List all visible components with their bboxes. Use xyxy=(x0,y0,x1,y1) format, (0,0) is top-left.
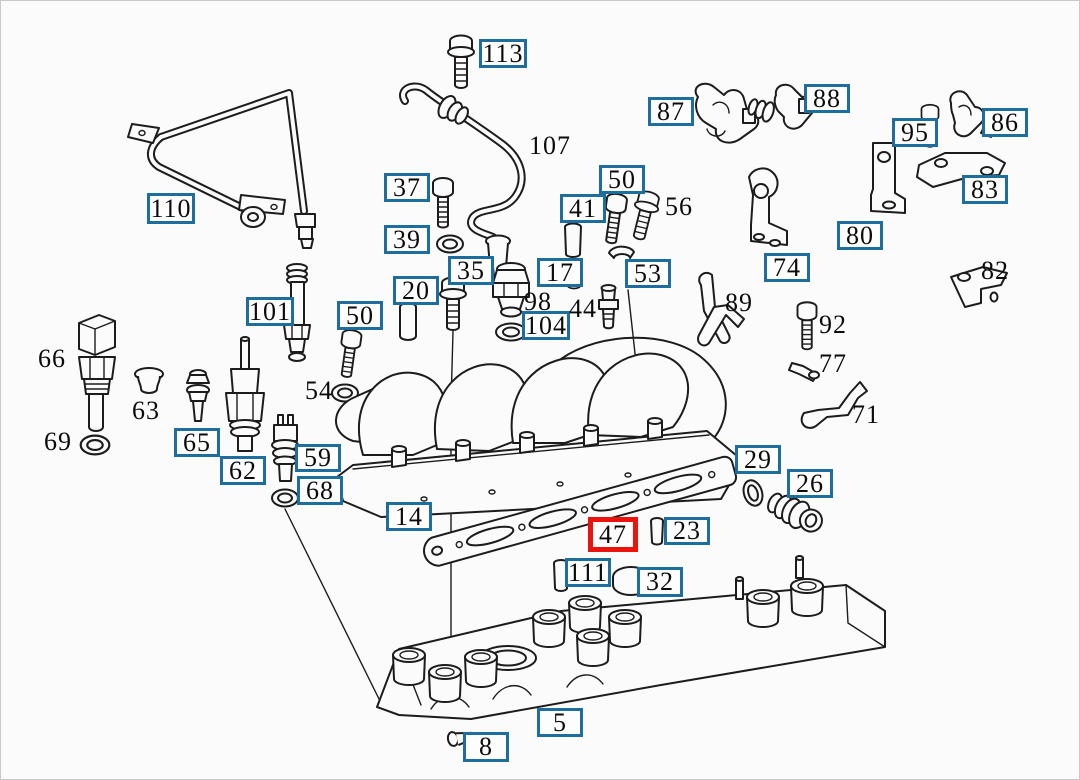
part-temp-sensor-66 xyxy=(78,314,116,432)
part-spring-clip-89 xyxy=(697,271,745,347)
part-clip-53 xyxy=(608,245,635,259)
callout-63[interactable]: 63 xyxy=(132,396,160,425)
callout-66[interactable]: 66 xyxy=(38,344,66,373)
callout-8[interactable]: 8 xyxy=(463,732,509,762)
part-bracket-74 xyxy=(748,167,788,247)
callout-74[interactable]: 74 xyxy=(764,253,810,282)
callout-69[interactable]: 69 xyxy=(44,427,72,456)
callout-29[interactable]: 29 xyxy=(735,445,781,474)
part-sensor-65 xyxy=(186,369,210,422)
callout-98[interactable]: 98 xyxy=(524,287,552,316)
callout-80[interactable]: 80 xyxy=(837,221,883,250)
manifold-bolt-bosses xyxy=(391,417,663,468)
callout-87[interactable]: 87 xyxy=(648,97,694,126)
callout-86[interactable]: 86 xyxy=(982,108,1028,137)
callout-101[interactable]: 101 xyxy=(246,297,294,326)
callout-62[interactable]: 62 xyxy=(220,456,266,485)
callout-83[interactable]: 83 xyxy=(962,175,1008,204)
callout-59[interactable]: 59 xyxy=(295,444,341,472)
callout-35[interactable]: 35 xyxy=(448,256,494,285)
callout-26[interactable]: 26 xyxy=(787,469,833,498)
part-bracket-71 xyxy=(800,381,868,429)
callout-54[interactable]: 54 xyxy=(305,376,333,405)
callout-32[interactable]: 32 xyxy=(637,567,683,597)
part-grommet-63 xyxy=(134,367,164,394)
callout-65[interactable]: 65 xyxy=(174,428,220,457)
part-oring-29 xyxy=(742,479,764,507)
part-injection-pipe-101 xyxy=(283,263,311,362)
part-sensor-62 xyxy=(225,336,265,452)
part-seal-104 xyxy=(495,322,527,342)
callout-82[interactable]: 82 xyxy=(981,256,1009,285)
part-bracket-82 xyxy=(950,266,1008,308)
callout-56[interactable]: 56 xyxy=(665,192,693,221)
part-plug-26 xyxy=(767,492,823,533)
callout-47-selected[interactable]: 47 xyxy=(588,517,638,552)
callout-92[interactable]: 92 xyxy=(819,310,847,339)
callout-104[interactable]: 104 xyxy=(522,311,570,340)
callout-95[interactable]: 95 xyxy=(892,118,938,147)
part-stud-44 xyxy=(598,284,619,330)
callout-107[interactable]: 107 xyxy=(529,131,571,160)
part-screw-77 xyxy=(788,362,820,382)
part-clamp-87 xyxy=(694,82,760,144)
callout-41[interactable]: 41 xyxy=(560,194,606,223)
callout-89[interactable]: 89 xyxy=(725,288,753,317)
part-lower-manifold-5 xyxy=(376,555,886,720)
part-fitting-98 xyxy=(492,262,530,318)
part-pin-23 xyxy=(650,517,664,546)
callout-77[interactable]: 77 xyxy=(819,349,847,378)
callout-14[interactable]: 14 xyxy=(386,502,432,531)
callout-20[interactable]: 20 xyxy=(393,276,439,305)
callout-110[interactable]: 110 xyxy=(147,193,195,224)
callout-39[interactable]: 39 xyxy=(384,225,430,254)
callout-5[interactable]: 5 xyxy=(537,708,583,737)
callout-37[interactable]: 37 xyxy=(384,173,430,202)
callout-50[interactable]: 50 xyxy=(599,165,645,194)
part-dowel-20 xyxy=(399,302,417,341)
callout-23[interactable]: 23 xyxy=(664,517,710,545)
callout-50[interactable]: 50 xyxy=(337,301,383,330)
callout-71[interactable]: 71 xyxy=(852,400,880,429)
callout-111[interactable]: 111 xyxy=(565,558,611,587)
part-fuel-line-110 xyxy=(127,89,316,249)
part-upper-manifold xyxy=(335,336,744,518)
callout-17[interactable]: 17 xyxy=(537,258,583,287)
callout-113[interactable]: 113 xyxy=(479,39,527,68)
part-gasket-14 xyxy=(423,455,738,567)
callout-44[interactable]: 44 xyxy=(569,294,597,323)
part-bracket-80 xyxy=(870,142,906,214)
callout-88[interactable]: 88 xyxy=(804,84,850,113)
callout-53[interactable]: 53 xyxy=(625,259,671,288)
part-pin-111 xyxy=(553,559,569,592)
callout-68[interactable]: 68 xyxy=(297,476,343,505)
